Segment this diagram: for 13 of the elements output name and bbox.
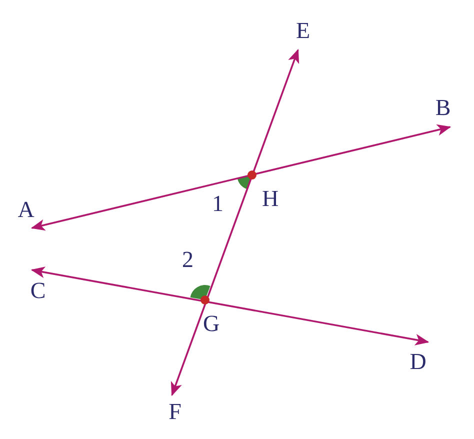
point-label: B (428, 88, 458, 127)
point-label: G (203, 312, 220, 335)
point-label: C (22, 270, 54, 310)
arrow (170, 48, 300, 396)
point-label: D (400, 342, 436, 380)
point-label: H (262, 187, 279, 210)
point-label: E (288, 10, 318, 50)
point-label: A (10, 190, 42, 228)
point-label: F (160, 395, 190, 427)
angle-number: 1 (212, 192, 224, 215)
arrow (30, 266, 430, 346)
angle-number: 2 (182, 248, 194, 271)
arrow (30, 124, 452, 231)
